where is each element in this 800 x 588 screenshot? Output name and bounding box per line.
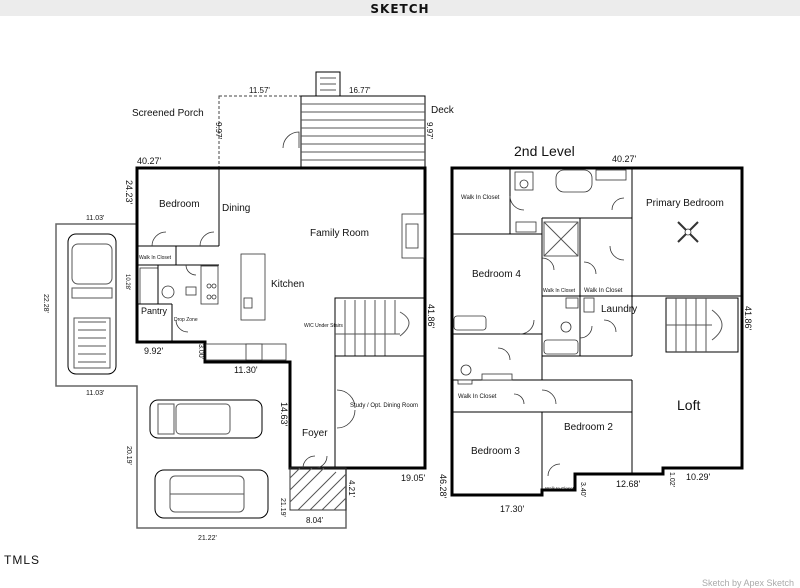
dim2-loft-step: 1.02' <box>668 472 675 487</box>
dim-mud-side: 3.00' <box>197 344 204 359</box>
kitchen-label: Kitchen <box>271 279 304 290</box>
bedroom-label: Bedroom <box>159 199 200 210</box>
car-icon <box>154 469 269 519</box>
second-level-title: 2nd Level <box>514 143 575 159</box>
loft-label: Loft <box>677 397 700 413</box>
sketch-title: SKETCH <box>370 2 430 16</box>
dim-porch-side: 9.97' <box>214 122 223 140</box>
wic-under-stairs-label: WIC Under Stairs <box>304 323 343 329</box>
dim-porch-front-side: 21.19' <box>279 498 286 517</box>
screened-porch-label: Screened Porch <box>132 108 204 119</box>
walk-in-closet-label: Walk In Closet <box>139 255 172 261</box>
dim2-bottom-left: 17.30' <box>500 504 525 514</box>
drop-zone-label: Drop Zone <box>174 317 198 323</box>
laundry-label: Laundry <box>601 304 637 315</box>
wic-bottom-label: Walk In Closet <box>545 486 575 491</box>
dining-label: Dining <box>222 203 250 214</box>
dim-garage-full-bottom: 21.22' <box>198 535 217 542</box>
dim-house-top: 40.27' <box>137 156 162 166</box>
first-floor-interior-walls <box>137 168 426 469</box>
second-floor-interior-walls <box>452 168 742 490</box>
deck-label: Deck <box>431 105 455 116</box>
bedroom3-label: Bedroom 3 <box>471 446 520 457</box>
dim-garage-left: 22.28' <box>42 294 49 313</box>
primary-bedroom-label: Primary Bedroom <box>646 198 724 209</box>
dim-garage-top: 11.03' <box>86 215 104 222</box>
wic-right-label: Walk In Closet <box>584 288 623 294</box>
sketch-header: SKETCH <box>0 0 800 16</box>
dim-kitchen-bottom: 11.30' <box>234 365 258 375</box>
truck-icon <box>67 233 117 375</box>
dim-garage-right: 20.19' <box>125 446 132 465</box>
foyer-label: Foyer <box>302 428 328 439</box>
dim-house-left: 24.23' <box>124 180 134 205</box>
dim-stoop-bottom: 8.04' <box>306 516 324 525</box>
suv-icon <box>149 399 263 439</box>
dim2-bottom-mid: 12.68' <box>616 479 641 489</box>
dim-foyer-side: 14.63' <box>279 402 289 427</box>
dim2-left: 46.28' <box>438 474 448 499</box>
dim-garage-bottom: 11.03' <box>86 390 104 397</box>
watermark: Sketch by Apex Sketch <box>701 578 794 588</box>
dim-pantry-bottom: 9.92' <box>144 346 164 356</box>
bedroom4-label: Bedroom 4 <box>472 269 521 280</box>
dim-deck-side: 9.97' <box>425 122 434 140</box>
dim2-bottom-notch: 3.40' <box>579 482 586 497</box>
dim-deck-top: 16.77' <box>349 86 371 95</box>
wic-low-label: Walk In Closet <box>458 394 497 400</box>
dim-closet-side: 10.28' <box>124 274 130 290</box>
family-room-label: Family Room <box>310 228 369 239</box>
front-stoop <box>289 467 347 511</box>
wic-top-label: Walk In Closet <box>461 195 500 201</box>
dim2-bottom-right: 10.29' <box>686 472 711 482</box>
dim-bottom-right: 19.05' <box>401 473 426 483</box>
dim2-right: 41.86' <box>743 306 753 331</box>
second-floor-plan: 2nd Level <box>438 143 753 514</box>
second-floor-stairs <box>665 297 739 353</box>
dim-stoop-side: 4.21' <box>347 480 356 498</box>
pantry-label: Pantry <box>141 306 168 316</box>
bedroom2-label: Bedroom 2 <box>564 422 613 433</box>
screened-porch-outline <box>218 95 302 169</box>
first-floor-walls <box>135 166 427 470</box>
wic-mid-label: Walk In Closet <box>543 288 576 294</box>
floor-plan-canvas: Screened Porch Deck Bedroom Dining Famil… <box>0 16 800 558</box>
first-floor-plan: Screened Porch Deck Bedroom Dining Famil… <box>42 71 455 542</box>
first-floor-stairs <box>334 297 426 357</box>
floor-plan-svg: Screened Porch Deck Bedroom Dining Famil… <box>42 71 753 542</box>
study-label: Study / Opt. Dining Room <box>350 403 418 409</box>
dim-house-right: 41.86' <box>426 304 436 329</box>
dim2-top: 40.27' <box>612 154 637 164</box>
mls-brand: TMLS <box>4 553 41 567</box>
dim-porch-top: 11.57' <box>249 86 270 95</box>
ceiling-fan-icon <box>677 221 699 243</box>
